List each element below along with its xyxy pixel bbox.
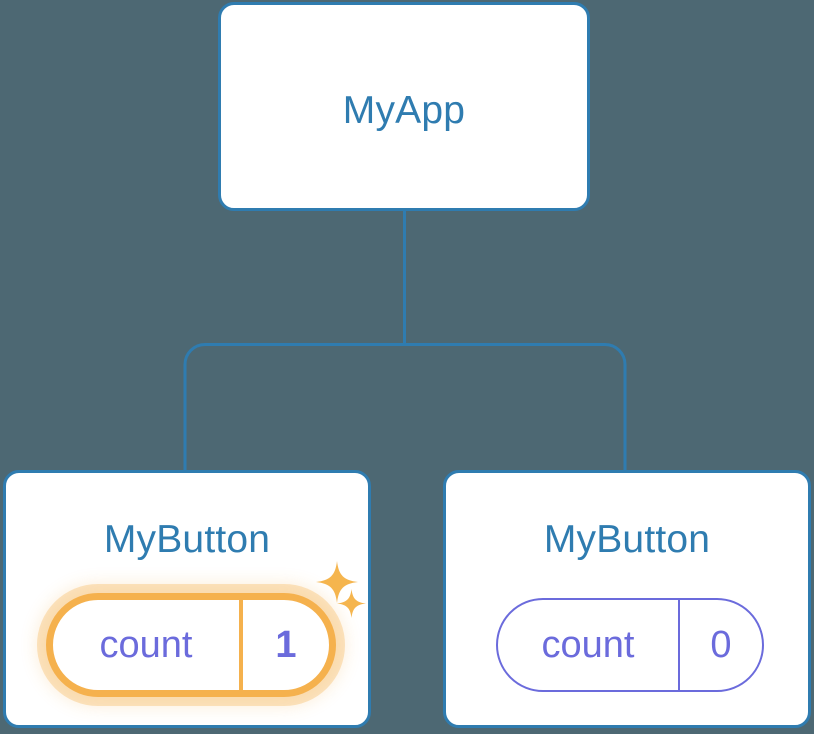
connector-branch-right: [404, 343, 627, 470]
node-title: MyButton: [543, 518, 711, 561]
sparkle-icon: [316, 561, 358, 603]
state-pill-highlighted[interactable]: count 1: [46, 593, 336, 697]
state-pill[interactable]: count 0: [496, 598, 764, 692]
node-card-mybutton-right[interactable]: MyButton count 0: [443, 470, 811, 728]
state-pill-wrapper: count 0: [494, 595, 766, 695]
state-value: 0: [678, 600, 762, 690]
node-title: MyApp: [342, 89, 466, 132]
state-value: 1: [239, 600, 329, 690]
node-title: MyButton: [103, 518, 271, 561]
connector-branch-left: [183, 343, 405, 470]
node-card-myapp[interactable]: MyApp: [218, 2, 590, 211]
node-card-mybutton-left[interactable]: MyButton count 1: [3, 470, 371, 728]
state-pill-wrapper: count 1: [41, 585, 341, 705]
sparkle-icon: [337, 589, 366, 618]
state-key: count: [99, 623, 193, 666]
state-key: count: [541, 623, 635, 666]
